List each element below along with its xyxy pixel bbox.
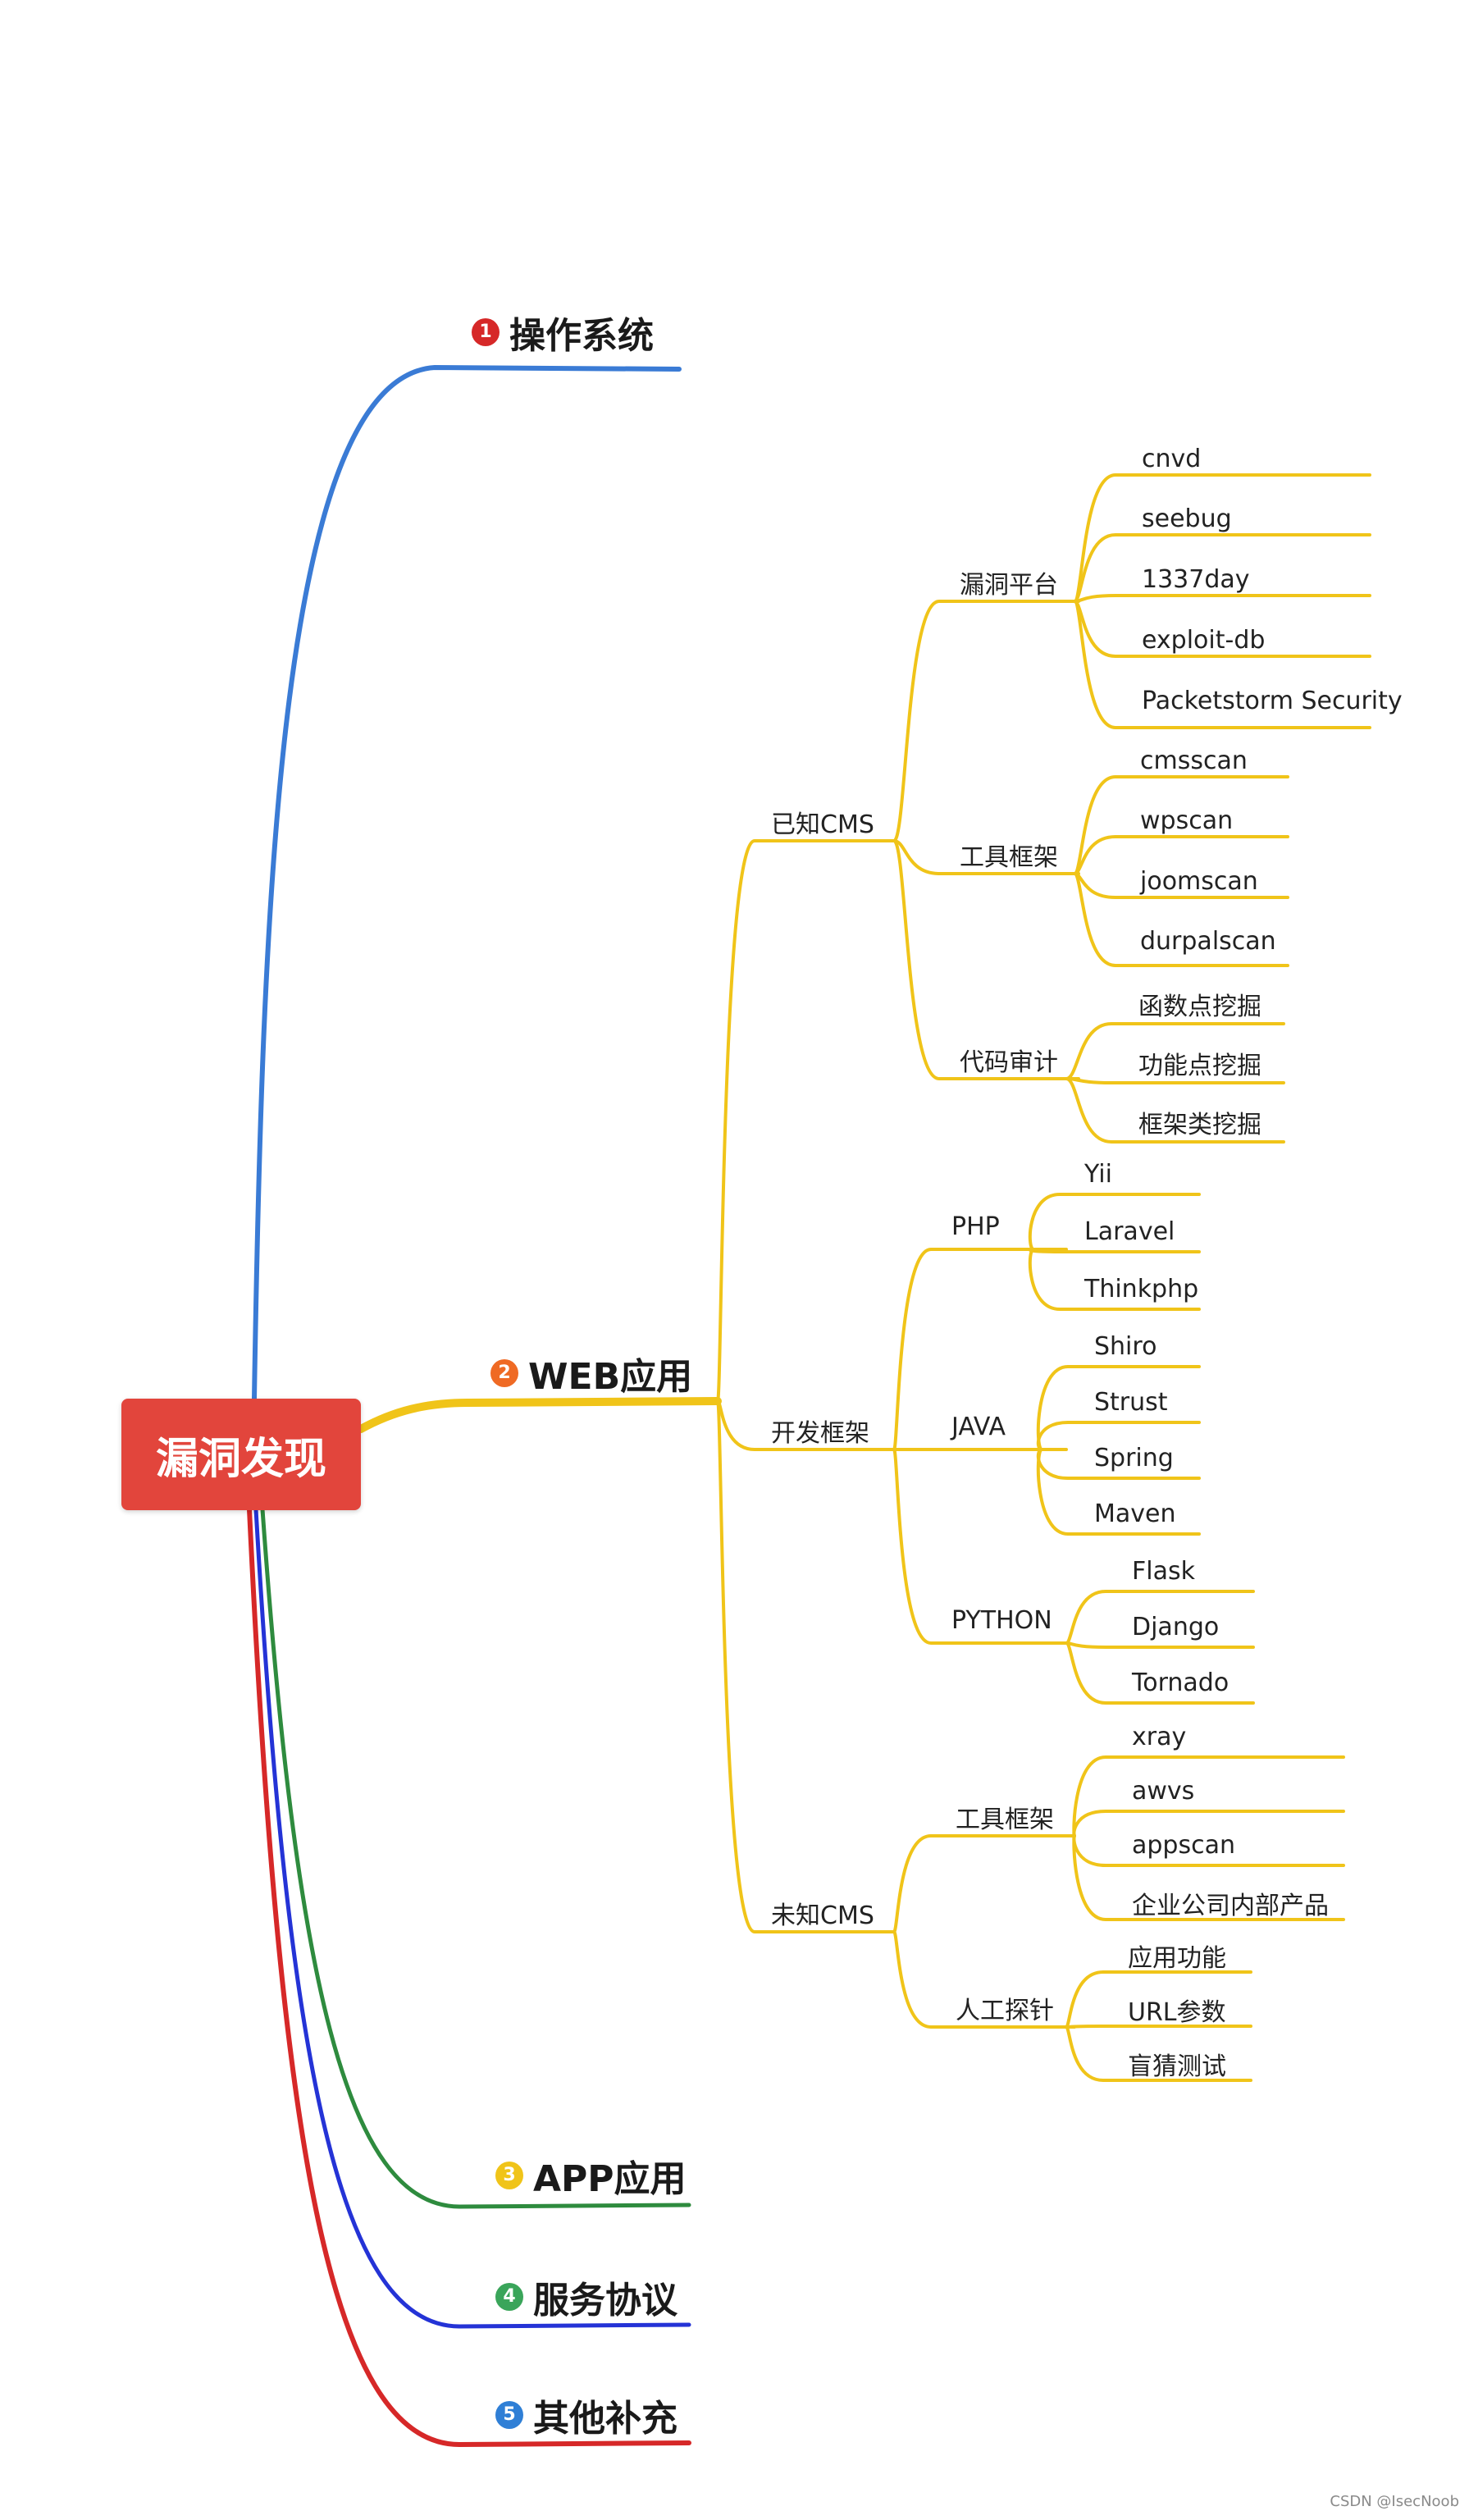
leaf-appscan[interactable]: appscan <box>1132 1831 1235 1860</box>
node-unknown-cms[interactable]: 未知CMS <box>771 1901 874 1930</box>
leaf-django[interactable]: Django <box>1132 1613 1220 1641</box>
leaf-spring[interactable]: Spring <box>1094 1444 1174 1472</box>
branch-protocol[interactable]: 4 服务协议 <box>495 2271 677 2323</box>
leaf-feature-mining[interactable]: 功能点挖掘 <box>1138 1052 1261 1080</box>
link-unknown-cms-child-1 <box>892 1930 1076 2029</box>
node-dev-framework[interactable]: 开发框架 <box>771 1419 869 1448</box>
connector-web <box>357 1397 722 1433</box>
link-manual-probe-leaf-2 <box>1065 2025 1252 2082</box>
leaf-cmsscan[interactable]: cmsscan <box>1140 746 1248 775</box>
link-tool-framework-unknown-leaf-3 <box>1072 1834 1345 1921</box>
link-code-audit-leaf-0 <box>1065 1022 1285 1080</box>
link-unknown-cms-child-0 <box>892 1834 1076 1933</box>
leaf-seebug[interactable]: seebug <box>1142 504 1232 533</box>
number-badge: 5 <box>495 2401 523 2429</box>
leaf-app-feature[interactable]: 应用功能 <box>1128 1944 1226 1973</box>
leaf-yii[interactable]: Yii <box>1084 1160 1112 1189</box>
number-badge: 2 <box>490 1359 518 1387</box>
link-dev-framework-child-0 <box>892 1248 1068 1451</box>
connector-protocol <box>253 1507 691 2329</box>
leaf-shiro[interactable]: Shiro <box>1094 1332 1157 1361</box>
connector-app <box>260 1507 691 2209</box>
link-web-child-2 <box>716 1399 896 1933</box>
branch-os-label: 操作系统 <box>509 315 654 357</box>
link-known-cms-child-2 <box>892 839 1080 1080</box>
connector-os <box>252 364 682 1401</box>
root-node[interactable]: 漏洞发现 <box>121 1399 361 1510</box>
leaf-awvs[interactable]: awvs <box>1132 1777 1195 1806</box>
number-badge: 1 <box>472 318 500 346</box>
branch-app[interactable]: 3 APP应用 <box>495 2149 687 2202</box>
node-vuln-platform[interactable]: 漏洞平台 <box>960 571 1058 600</box>
watermark: CSDN @IsecNoob <box>1330 2493 1459 2510</box>
branch-web-label: WEB应用 <box>528 1356 693 1398</box>
link-php-leaf-0 <box>1028 1193 1201 1251</box>
leaf-1337day[interactable]: 1337day <box>1142 565 1250 594</box>
link-python-leaf-1 <box>1065 1641 1255 1649</box>
link-known-cms-child-1 <box>892 839 1080 875</box>
node-python[interactable]: PYTHON <box>951 1606 1052 1635</box>
leaf-laravel[interactable]: Laravel <box>1084 1217 1175 1246</box>
leaf-thinkphp[interactable]: Thinkphp <box>1084 1275 1199 1303</box>
leaf-maven[interactable]: Maven <box>1094 1500 1176 1528</box>
branch-protocol-label: 服务协议 <box>533 2280 677 2321</box>
link-known-cms-child-0 <box>892 600 1080 842</box>
leaf-wpscan[interactable]: wpscan <box>1140 806 1234 835</box>
leaf-tornado[interactable]: Tornado <box>1132 1669 1229 1697</box>
leaf-exploit-db[interactable]: exploit-db <box>1142 626 1266 655</box>
leaf-packetstorm[interactable]: Packetstorm Security <box>1142 687 1403 715</box>
leaf-url-param[interactable]: URL参数 <box>1128 1998 1226 2027</box>
number-badge: 4 <box>495 2283 523 2311</box>
node-manual-probe[interactable]: 人工探针 <box>956 1997 1054 2025</box>
root-label: 漏洞发现 <box>155 1434 326 1484</box>
link-tool-framework-known-leaf-3 <box>1073 872 1289 967</box>
branch-app-label: APP应用 <box>533 2158 687 2200</box>
link-vuln-platform-leaf-2 <box>1073 594 1371 603</box>
link-manual-probe-leaf-0 <box>1065 1970 1252 2029</box>
branch-web[interactable]: 2 WEB应用 <box>490 1347 692 1399</box>
branch-other-label: 其他补充 <box>533 2398 677 2440</box>
connector-other <box>247 1507 691 2448</box>
link-php-leaf-2 <box>1028 1248 1201 1311</box>
branch-os[interactable]: 1 操作系统 <box>472 306 654 358</box>
leaf-durpalscan[interactable]: durpalscan <box>1140 927 1276 956</box>
link-python-leaf-0 <box>1065 1590 1255 1645</box>
link-python-leaf-2 <box>1065 1641 1255 1705</box>
branch-other[interactable]: 5 其他补充 <box>495 2389 677 2441</box>
leaf-blind-test[interactable]: 盲猜测试 <box>1128 2052 1226 2081</box>
link-tool-framework-unknown-leaf-0 <box>1072 1755 1345 1838</box>
link-vuln-platform-leaf-1 <box>1073 533 1371 603</box>
node-php[interactable]: PHP <box>951 1212 1000 1241</box>
node-tool-framework-unknown[interactable]: 工具框架 <box>956 1806 1054 1834</box>
leaf-internal-product[interactable]: 企业公司内部产品 <box>1132 1892 1329 1920</box>
link-code-audit-leaf-2 <box>1065 1077 1285 1144</box>
link-dev-framework-child-2 <box>892 1448 1068 1645</box>
node-code-audit[interactable]: 代码审计 <box>960 1048 1058 1077</box>
leaf-framework-mining[interactable]: 框架类挖掘 <box>1138 1111 1261 1139</box>
node-tool-framework-known[interactable]: 工具框架 <box>960 843 1058 872</box>
number-badge: 3 <box>495 2162 523 2189</box>
leaf-joomscan[interactable]: joomscan <box>1140 867 1258 896</box>
leaf-xray[interactable]: xray <box>1132 1723 1187 1751</box>
leaf-strust[interactable]: Strust <box>1094 1388 1168 1417</box>
leaf-flask[interactable]: Flask <box>1132 1557 1195 1586</box>
leaf-function-mining[interactable]: 函数点挖掘 <box>1138 993 1261 1021</box>
node-known-cms[interactable]: 已知CMS <box>771 810 874 839</box>
leaf-cnvd[interactable]: cnvd <box>1142 445 1202 473</box>
link-web-child-0 <box>716 839 896 1403</box>
link-java-leaf-3 <box>1036 1448 1201 1536</box>
node-java[interactable]: JAVA <box>951 1413 1006 1441</box>
link-tool-framework-known-leaf-1 <box>1073 835 1289 875</box>
link-vuln-platform-leaf-4 <box>1073 600 1371 729</box>
